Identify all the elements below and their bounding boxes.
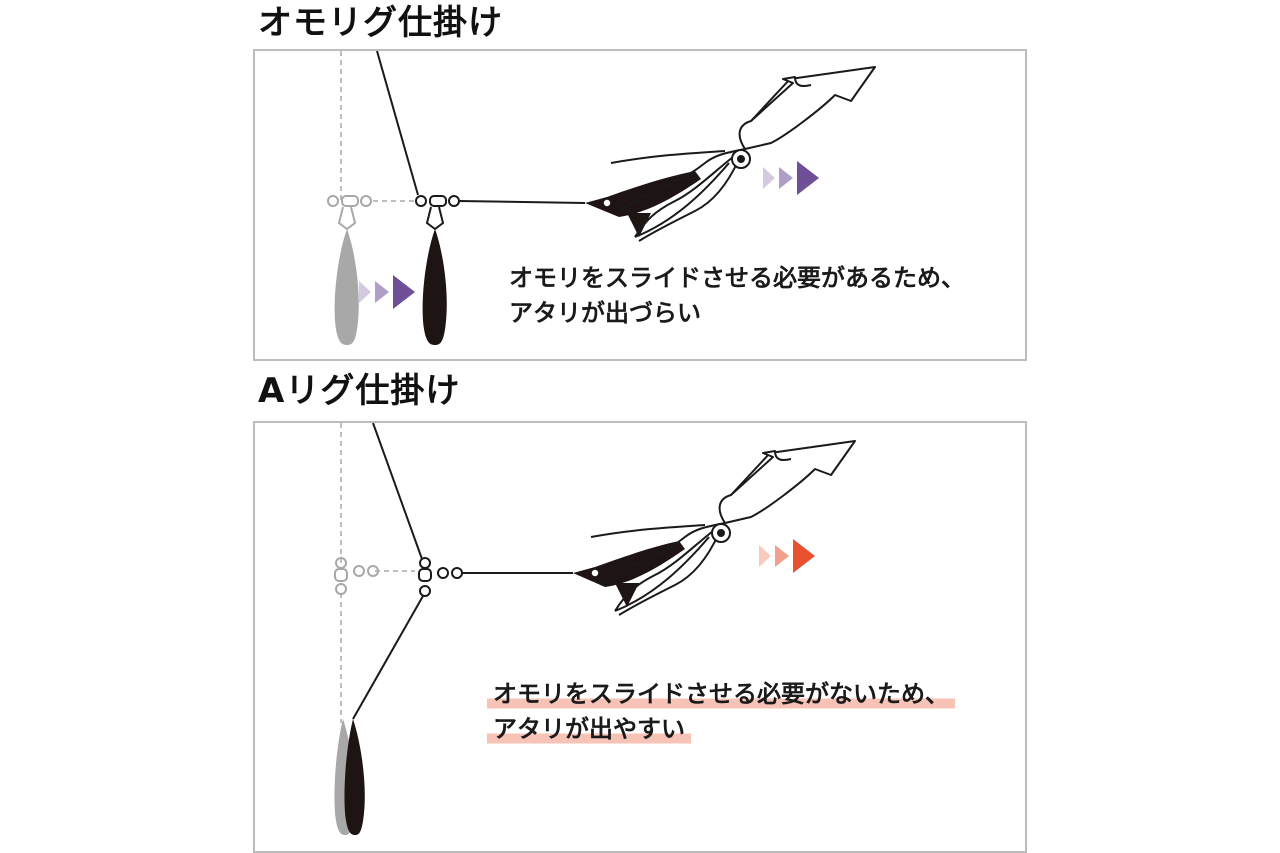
sinker-arrow-icon xyxy=(359,275,415,309)
sinker-icon xyxy=(344,719,365,835)
a-rig-caption: オモリをスライドさせる必要がないため、 アタリが出やすい xyxy=(487,677,955,747)
squid-arrow-icon xyxy=(763,161,819,195)
squid-icon xyxy=(590,440,856,616)
ghost-sinker-icon xyxy=(334,229,359,345)
three-way-swivel-icon xyxy=(418,557,463,597)
caption-line: アタリが出づらい xyxy=(509,298,701,327)
sinker-icon xyxy=(422,229,447,345)
caption-line: アタリが出やすい xyxy=(487,711,691,747)
ghost-rig xyxy=(327,51,415,345)
squid-icon xyxy=(610,66,876,242)
section-title-a-rig: Aリグ仕掛け xyxy=(258,371,461,411)
egi-lure-icon xyxy=(573,541,685,607)
omorigu-rig-illustration xyxy=(327,51,876,345)
omorigu-caption: オモリをスライドさせる必要があるため、 アタリが出づらい xyxy=(509,261,965,331)
a-rig-illustration xyxy=(334,423,856,835)
a-rig-diagram-panel: オモリをスライドさせる必要がないため、 アタリが出やすい xyxy=(253,421,1027,853)
omorigu-diagram-panel: オモリをスライドさせる必要があるため、 アタリが出づらい xyxy=(253,49,1027,361)
squid-arrow-icon xyxy=(759,539,815,573)
caption-line: オモリをスライドさせる必要がないため、 xyxy=(487,677,955,712)
swivel-icon xyxy=(415,195,460,231)
caption-line: オモリをスライドさせる必要があるため、 xyxy=(509,264,965,292)
section-title-omorigu: オモリグ仕掛け xyxy=(258,3,503,43)
